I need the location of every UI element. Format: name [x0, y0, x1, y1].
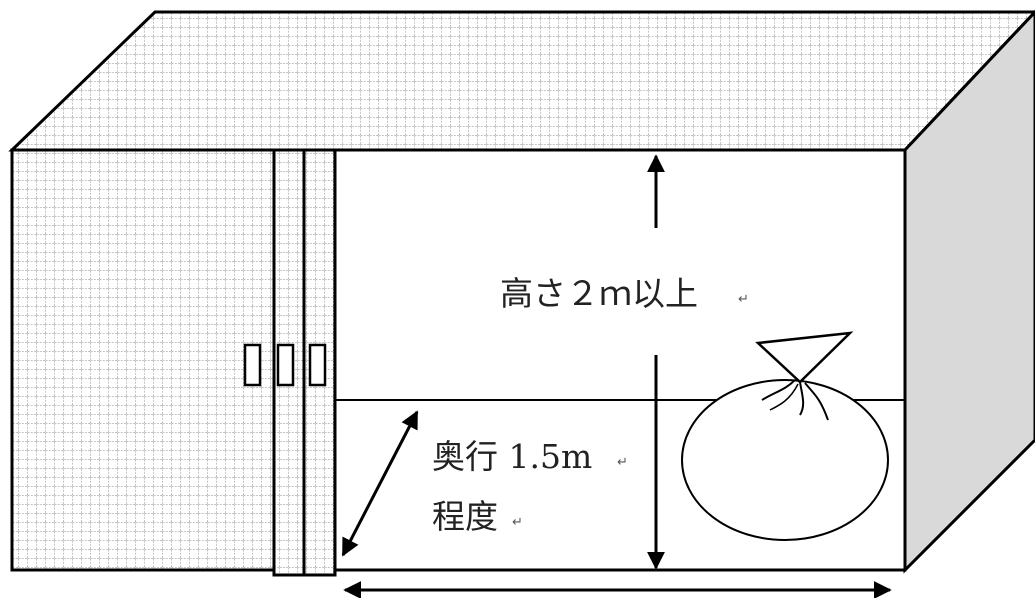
door-left-panel: [10, 148, 276, 572]
door-handle-2: [276, 343, 295, 387]
door-handle-3: [308, 343, 327, 387]
depth-arrow: [341, 410, 419, 557]
depth-label-line1-mark: ↵: [617, 455, 628, 470]
depth-label-line2: 程度: [432, 497, 498, 536]
height-label-mark: ↵: [738, 292, 749, 307]
depth-label-line2-mark: ↵: [512, 515, 523, 530]
garbage-bag-icon: [681, 331, 889, 541]
door-handle-1: [243, 343, 262, 387]
depth-label-line1: 奥行 1.5m: [432, 437, 592, 476]
height-label: 高さ２ｍ以上: [500, 274, 698, 313]
roof-top-face: [8, 10, 1035, 152]
